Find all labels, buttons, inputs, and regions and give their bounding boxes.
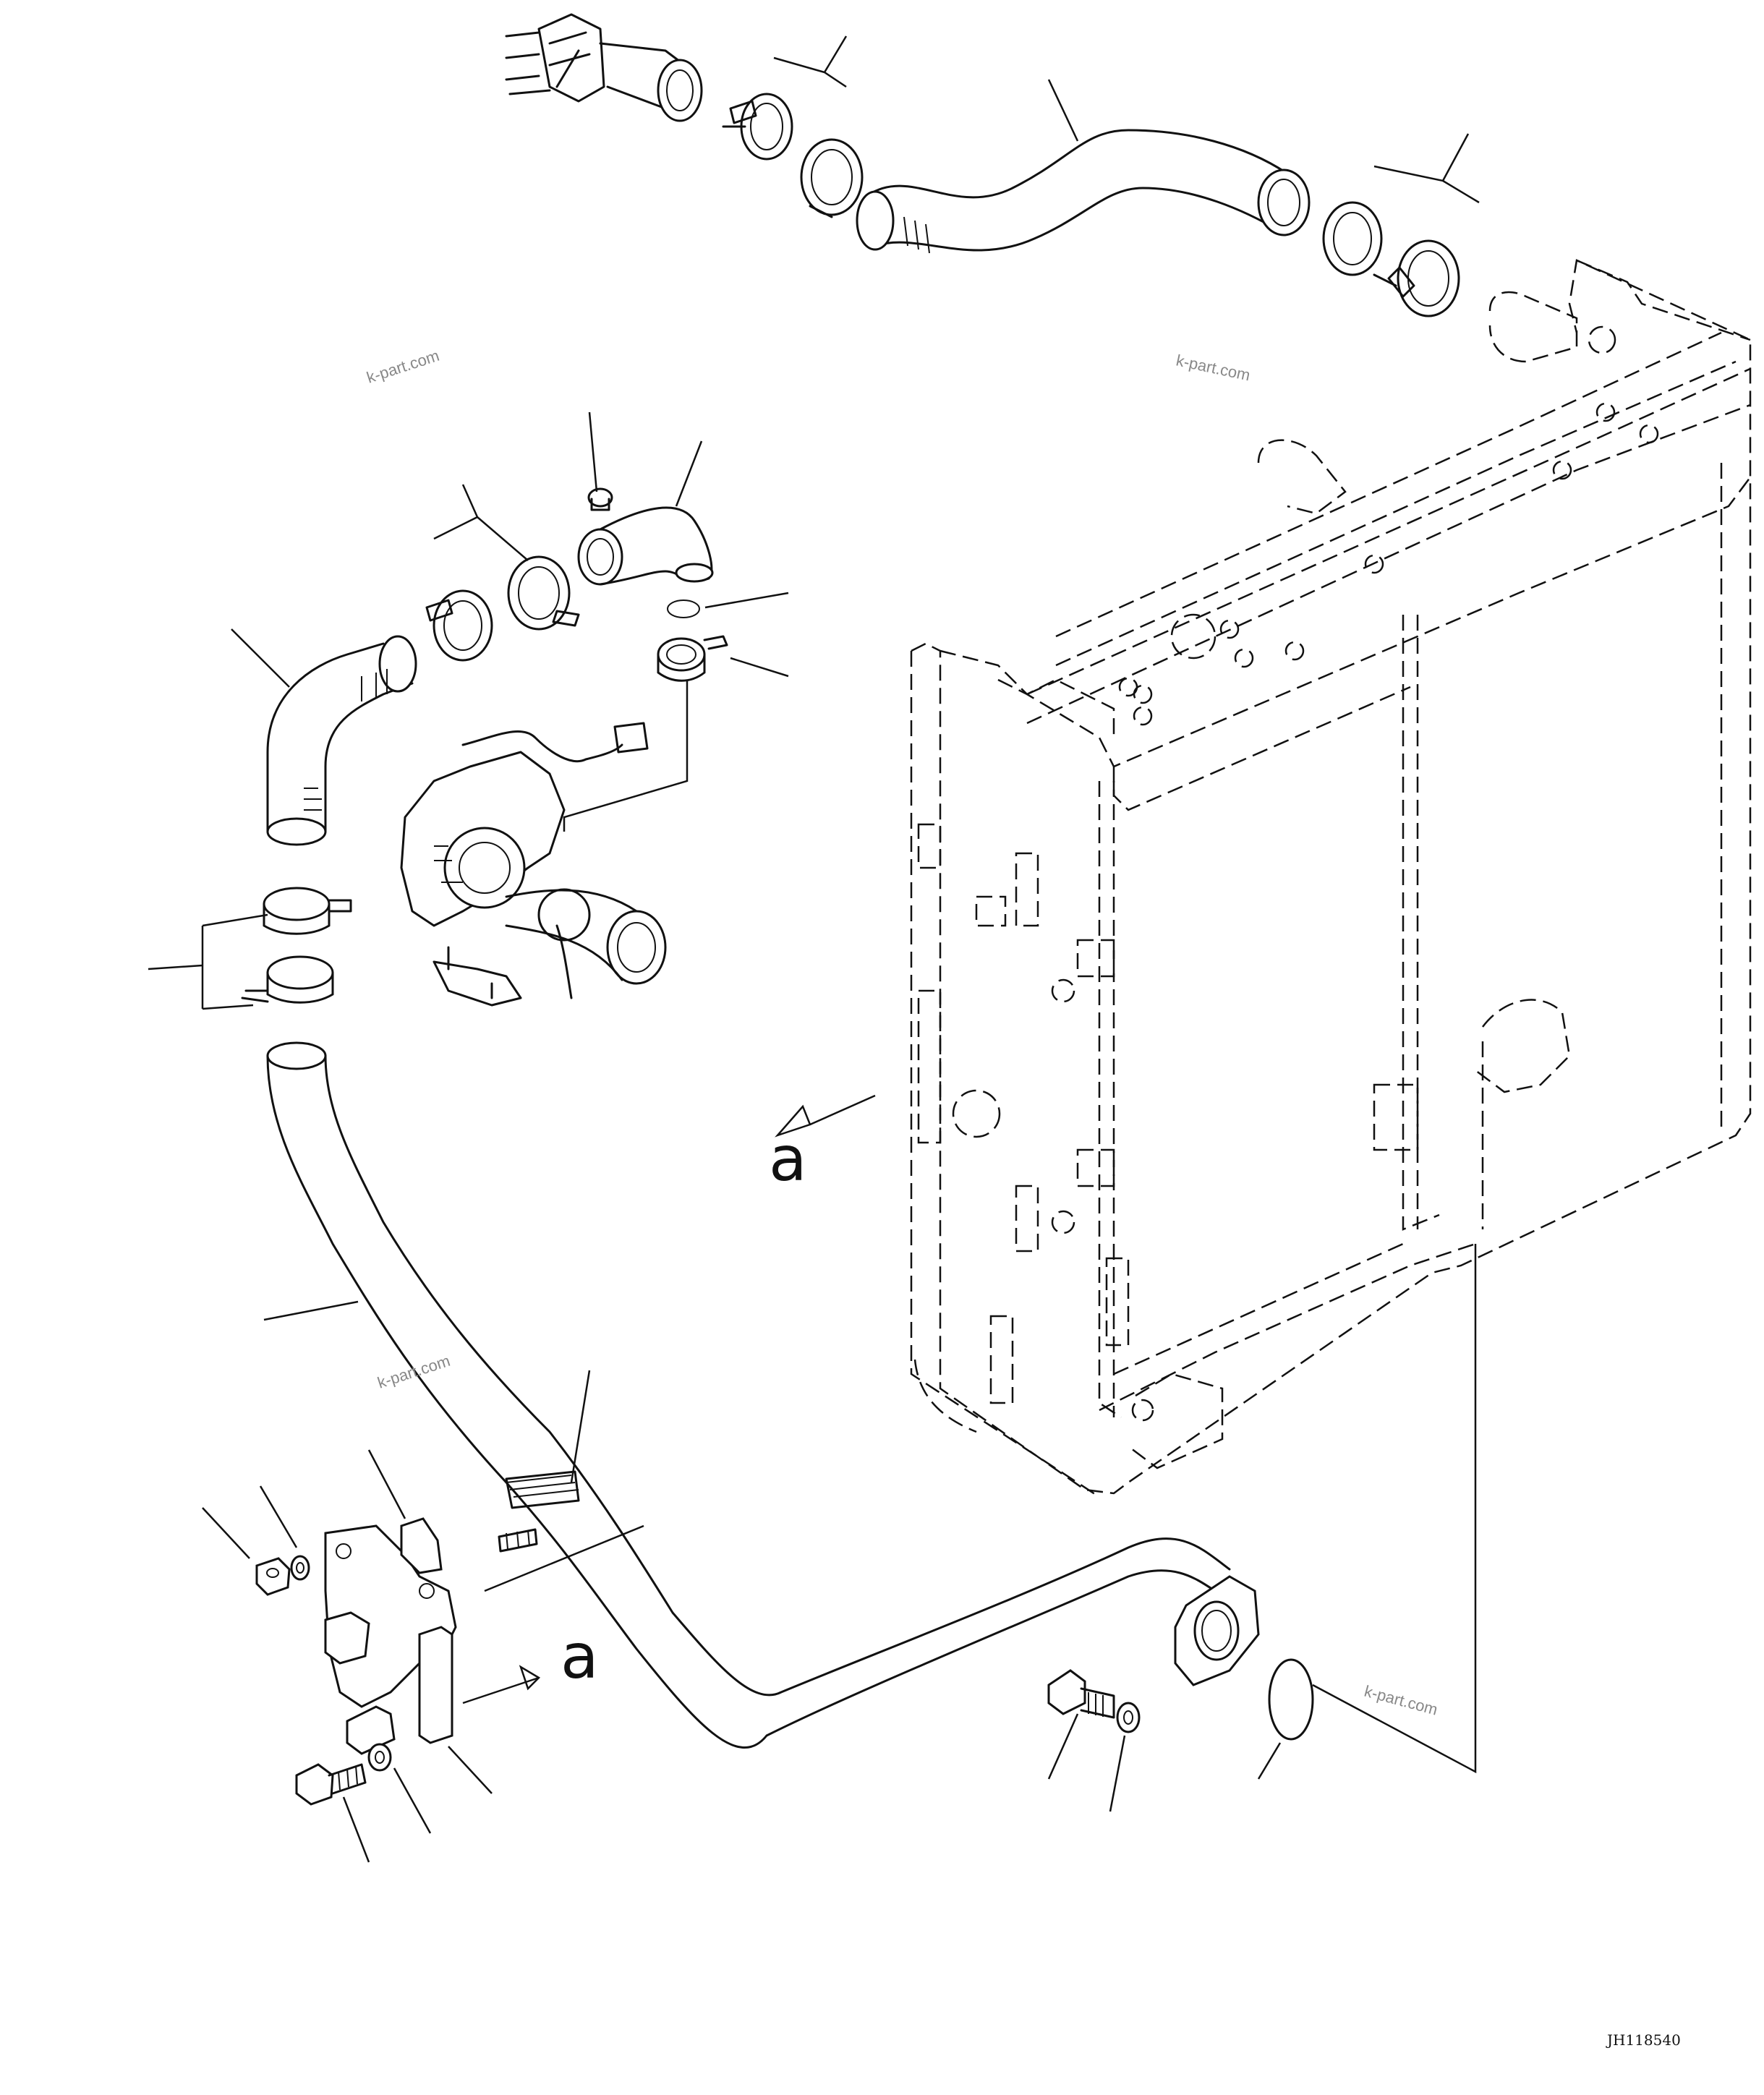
turbo-inlet-hose [266,635,417,846]
upper-hose-clamp-pair-2 [1322,201,1460,317]
radiator-frame-phantom [910,259,1752,1498]
pipe-bracket [324,1517,457,1755]
o-ring [667,600,700,618]
pipe-flange [1174,1575,1260,1686]
lower-hose-clamps [241,887,352,1004]
turbo-to-aftercooler-pipe [266,1041,1231,1749]
bracket-bolt-and-washer [295,1743,392,1806]
plug [587,487,613,511]
thermostat-outlet-housing [505,13,703,122]
nut-and-washer [255,1555,310,1596]
watermark-1: k-part.com [365,346,442,387]
view-a-label: a [769,1123,807,1195]
turbocharger-assembly [400,680,689,1007]
leader-lines [148,35,1480,1863]
stud-bolt [498,1528,538,1553]
watermark-2: k-part.com [1175,351,1252,384]
drawing-number: JH118540 [1606,2031,1681,2049]
upper-radiator-hose [856,129,1311,254]
flange-bolt-and-washer [1047,1669,1141,1733]
air-elbow [577,506,714,586]
blind-plate [1268,1658,1314,1741]
v-band-clamp [657,635,728,682]
upper-hose-clamp-pair-1 [722,93,864,218]
watermark-4: k-part.com [1363,1682,1440,1719]
view-a-marker: a [561,1621,599,1693]
turbo-hose-clamps [425,555,580,662]
watermark-3: k-part.com [375,1352,453,1392]
